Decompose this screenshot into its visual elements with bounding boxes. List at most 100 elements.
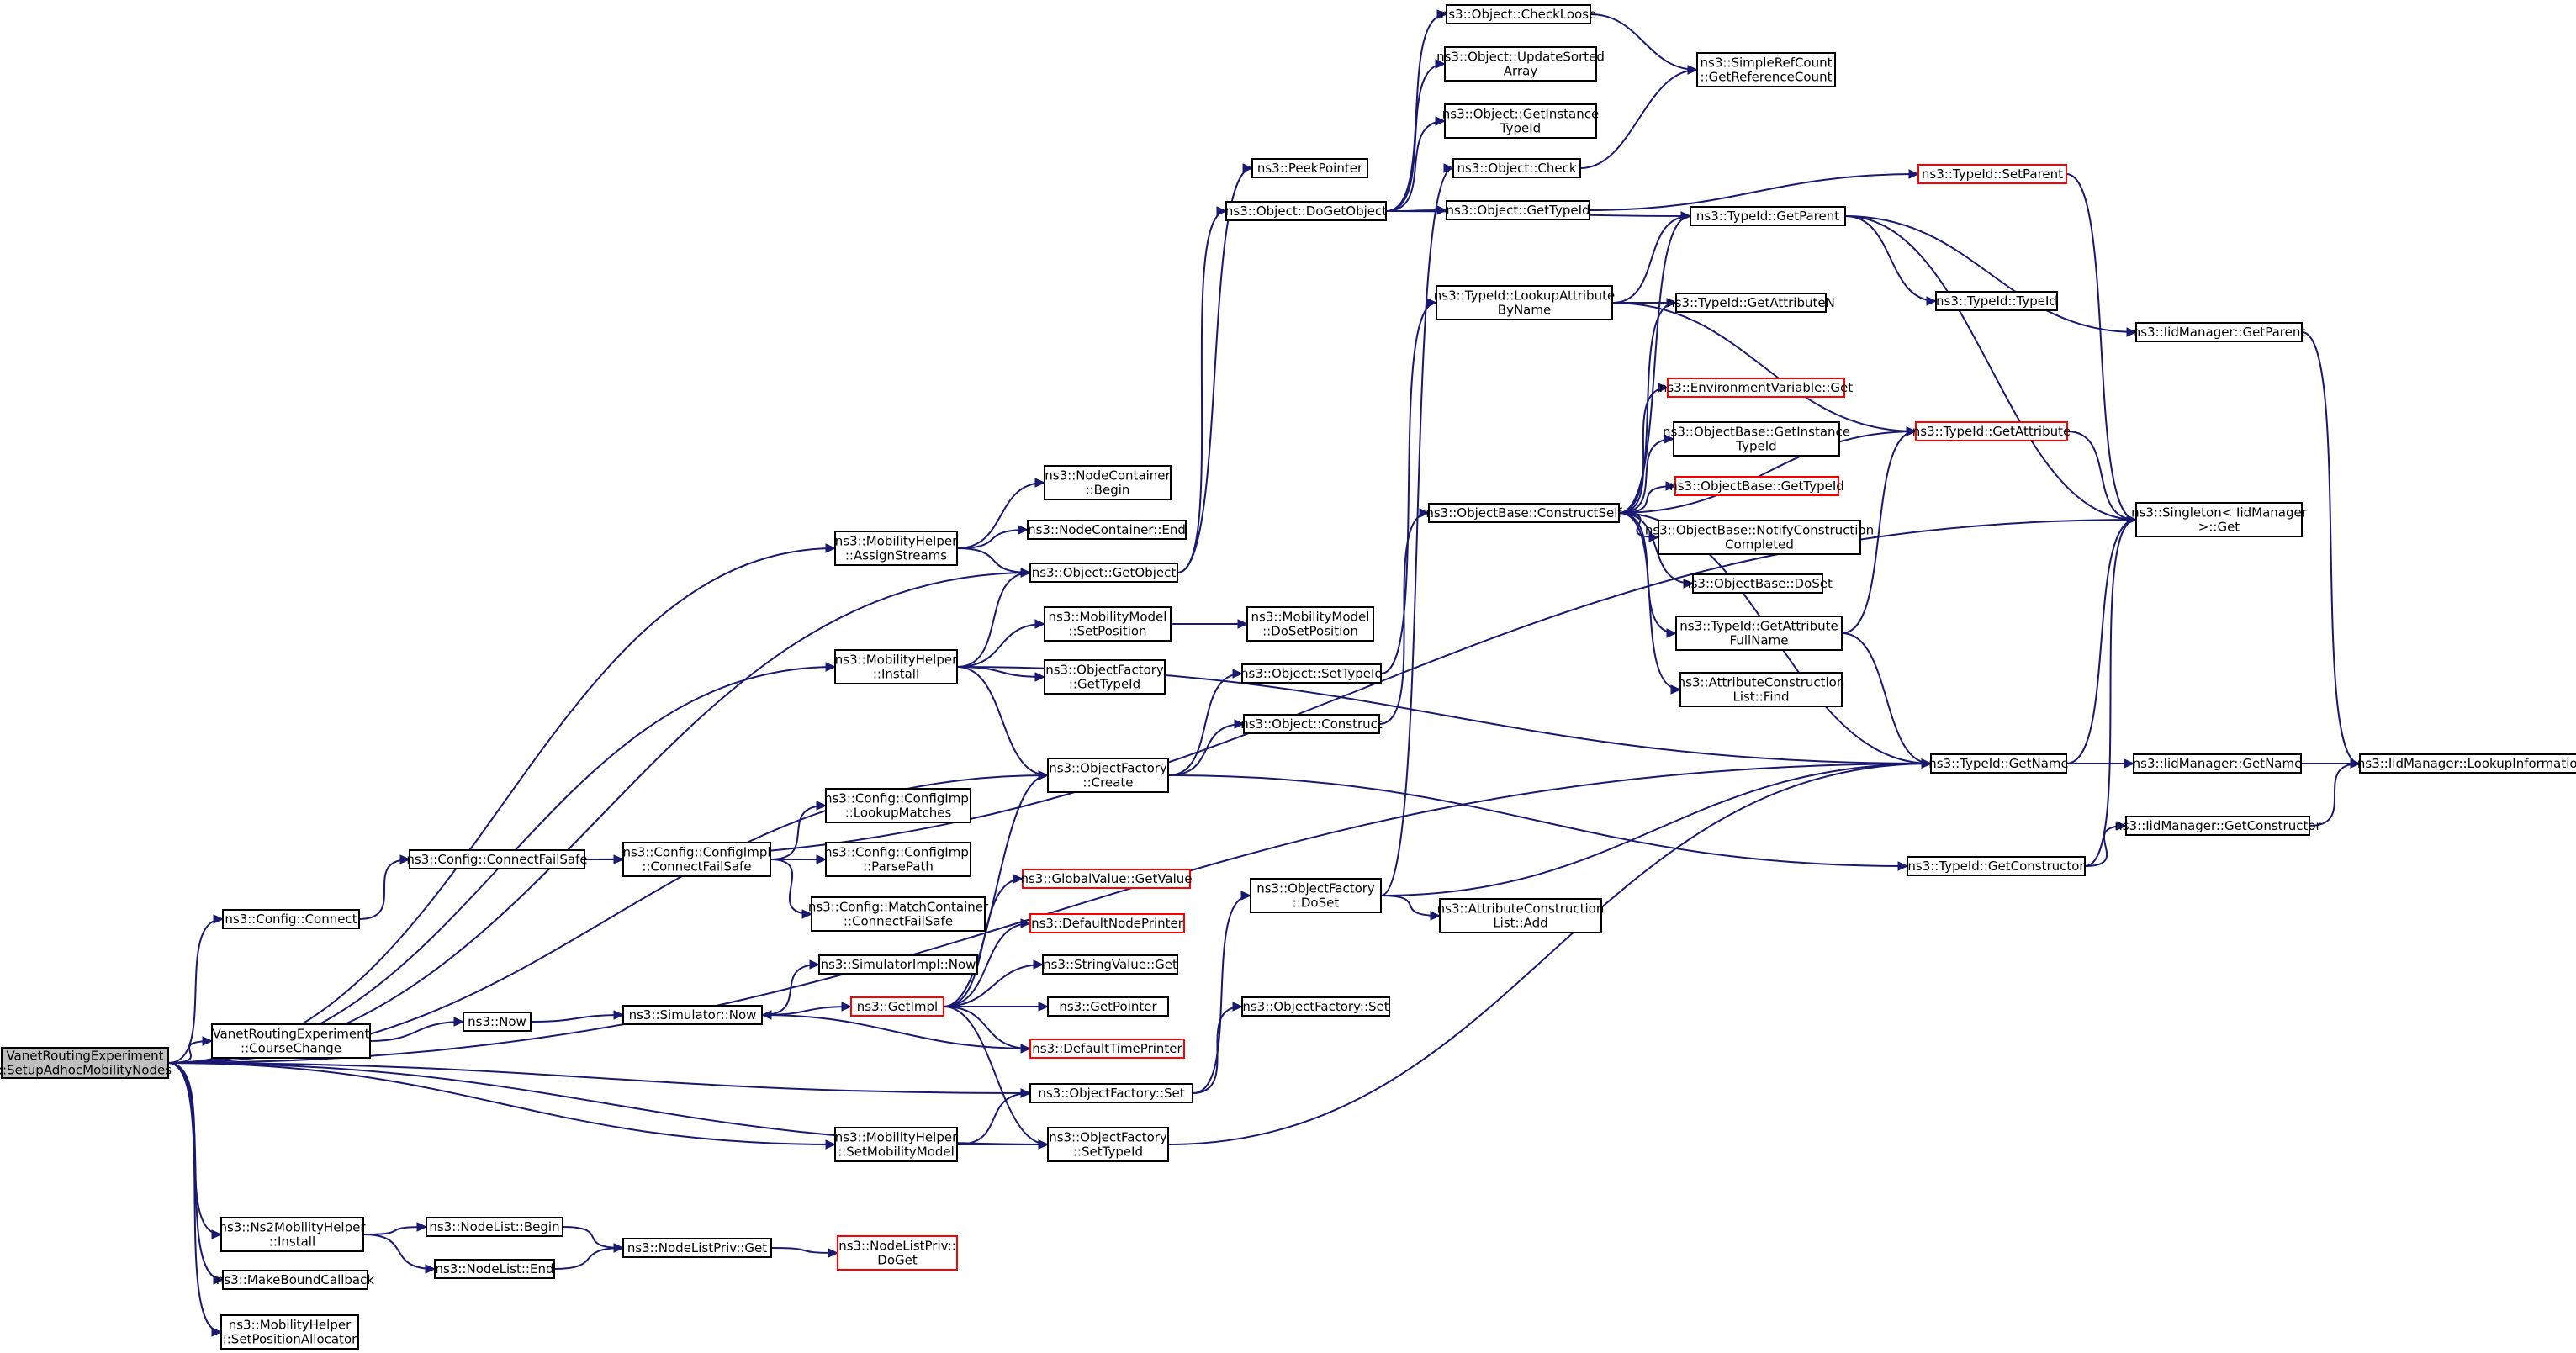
- node-label-line: ns3::Object::CheckLoose: [1441, 7, 1597, 22]
- function-node-tid-get-parent[interactable]: ns3::TypeId::GetParent: [1690, 206, 1846, 226]
- function-node-mob-install[interactable]: ns3::MobilityHelper::Install: [834, 649, 958, 684]
- call-edge-get-impl-to-sv-get: [943, 959, 1045, 1007]
- node-label-line: ns3::ObjectFactory::Set: [1242, 999, 1389, 1014]
- function-node-sim-now[interactable]: ns3::Simulator::Now: [622, 1005, 763, 1025]
- function-node-ob-construct-self[interactable]: ns3::ObjectBase::ConstructSelf: [1426, 503, 1622, 523]
- function-node-gv-get-value[interactable]: ns3::GlobalValue::GetValue: [1020, 869, 1193, 889]
- function-node-tid-get-ctor[interactable]: ns3::TypeId::GetConstructor: [1907, 856, 2086, 876]
- function-node-obj-check[interactable]: ns3::Object::Check: [1452, 158, 1581, 178]
- function-node-iid-get-parent[interactable]: ns3::IidManager::GetParent: [2133, 322, 2306, 342]
- call-edge-mob-assign-to-nc-end: [956, 525, 1029, 549]
- function-node-ob-notify[interactable]: ns3::ObjectBase::NotifyConstructionCompl…: [1645, 520, 1874, 555]
- function-node-of-get-type-id[interactable]: ns3::ObjectFactory::GetTypeId: [1044, 659, 1166, 695]
- function-node-tid-type-id[interactable]: ns3::TypeId::TypeId: [1935, 291, 2058, 311]
- function-node-ob-do-set[interactable]: ns3::ObjectBase::DoSet: [1683, 573, 1833, 594]
- function-node-obj-set-type-id[interactable]: ns3::Object::SetTypeId: [1240, 663, 1383, 684]
- function-node-cfg-connect[interactable]: ns3::Config::Connect: [222, 909, 360, 929]
- function-node-make-bound[interactable]: ns3::MakeBoundCallback: [216, 1270, 374, 1290]
- function-node-def-time-printer[interactable]: ns3::DefaultTimePrinter: [1029, 1039, 1185, 1059]
- function-node-nc-end[interactable]: ns3::NodeContainer::End: [1027, 520, 1187, 540]
- function-node-tid-get-attr-n[interactable]: ns3::TypeId::GetAttributeN: [1667, 293, 1835, 313]
- function-node-nlp-do-get[interactable]: ns3::NodeListPriv::DoGet: [837, 1235, 958, 1271]
- node-label-line: ::DoSetPosition: [1262, 624, 1358, 639]
- function-node-get-ref-count[interactable]: ns3::SimpleRefCount::GetReferenceCount: [1696, 52, 1836, 87]
- function-node-get-object[interactable]: ns3::Object::GetObject: [1029, 563, 1178, 583]
- function-node-root[interactable]: VanetRoutingExperiment::SetupAdhocMobili…: [0, 1047, 172, 1079]
- call-edge-get-impl-to-def-time-printer: [943, 1006, 1032, 1054]
- function-node-of-do-set[interactable]: ns3::ObjectFactory::DoSet: [1250, 878, 1382, 913]
- function-node-nl-begin[interactable]: ns3::NodeList::Begin: [426, 1217, 563, 1237]
- function-node-nc-begin[interactable]: ns3::NodeContainer::Begin: [1044, 465, 1172, 500]
- node-box: [1044, 606, 1172, 642]
- function-node-obj-construct[interactable]: ns3::Object::Construct: [1240, 714, 1383, 734]
- function-node-mm-set-pos[interactable]: ns3::MobilityModel::SetPosition: [1044, 606, 1172, 642]
- function-node-iid-get-ctor[interactable]: ns3::IidManager::GetConstructor: [2114, 816, 2322, 836]
- function-node-cfg-lookup[interactable]: ns3::Config::ConfigImpl::LookupMatches: [824, 788, 972, 823]
- function-node-mc-cfs[interactable]: ns3::Config::MatchContainer::ConnectFail…: [808, 896, 989, 932]
- function-node-do-get-object[interactable]: ns3::Object::DoGetObject: [1225, 201, 1387, 221]
- call-edge-root-to-make-bound: [167, 1062, 225, 1285]
- function-node-mob-assign[interactable]: ns3::MobilityHelper::AssignStreams: [834, 531, 958, 566]
- node-label-line: ::ConnectFailSafe: [844, 914, 953, 929]
- function-node-tid-get-attr[interactable]: ns3::TypeId::GetAttribute: [1912, 421, 2071, 441]
- node-label-line: ByName: [1498, 303, 1551, 318]
- function-node-env-get[interactable]: ns3::EnvironmentVariable::Get: [1659, 378, 1853, 398]
- node-label-line: ns3::TypeId::LookupAttribute: [1434, 288, 1615, 304]
- function-node-set-pos-alloc[interactable]: ns3::MobilityHelper::SetPositionAllocato…: [220, 1314, 359, 1350]
- node-box: [1, 1047, 169, 1079]
- function-node-of-set[interactable]: ns3::ObjectFactory::Set: [1029, 1083, 1193, 1103]
- function-node-nl-end[interactable]: ns3::NodeList::End: [434, 1259, 555, 1279]
- function-node-singleton-get[interactable]: ns3::Singleton< IidManager >::Get: [2131, 502, 2308, 537]
- function-node-course-change[interactable]: VanetRoutingExperiment::CourseChange: [211, 1023, 371, 1059]
- function-node-get-pointer[interactable]: ns3::GetPointer: [1047, 996, 1169, 1017]
- function-node-sim-impl-now[interactable]: ns3::SimulatorImpl::Now: [818, 954, 978, 975]
- function-node-mob-set-mm[interactable]: ns3::MobilityHelper::SetMobilityModel: [834, 1127, 958, 1162]
- node-label-line: TypeId: [1500, 121, 1541, 136]
- node-box: [1225, 201, 1387, 221]
- function-node-tid-set-parent[interactable]: ns3::TypeId::SetParent: [1917, 164, 2067, 184]
- call-edge-iid-get-parent-to-iid-lookup-info: [2301, 331, 2362, 769]
- function-node-of-create[interactable]: ns3::ObjectFactory::Create: [1047, 758, 1169, 793]
- function-node-ns2-install[interactable]: ns3::Ns2MobilityHelper::Install: [219, 1217, 366, 1252]
- function-node-now[interactable]: ns3::Now: [463, 1012, 532, 1032]
- function-node-check-loose[interactable]: ns3::Object::CheckLoose: [1441, 4, 1597, 24]
- function-node-mm-do-set-pos[interactable]: ns3::MobilityModel::DoSetPosition: [1246, 606, 1374, 642]
- call-edge-cfg-connect-to-cfg-connect-fs: [358, 854, 411, 920]
- node-box: [409, 849, 585, 869]
- node-label-line: ns3::IidManager::LookupInformation: [2357, 756, 2576, 771]
- call-edge-get-object-to-peek: [1177, 163, 1254, 573]
- function-node-nlp-get[interactable]: ns3::NodeListPriv::Get: [622, 1238, 772, 1258]
- function-node-cfg-parse[interactable]: ns3::Config::ConfigImpl::ParsePath: [824, 842, 972, 877]
- function-node-tid-get-name[interactable]: ns3::TypeId::GetName: [1928, 753, 2069, 774]
- function-node-iid-lookup-info[interactable]: ns3::IidManager::LookupInformation: [2357, 753, 2576, 774]
- function-node-sv-get[interactable]: ns3::StringValue::Get: [1042, 954, 1178, 975]
- node-label-line: TypeId: [1735, 439, 1776, 454]
- call-edge-obj-check-to-get-ref-count: [1579, 65, 1699, 169]
- function-node-iid-get-name[interactable]: ns3::IidManager::GetName: [2133, 753, 2303, 774]
- node-box: [1673, 421, 1840, 457]
- function-node-ob-get-type-id[interactable]: ns3::ObjectBase::GetTypeId: [1669, 476, 1844, 496]
- call-edge-of-create-to-tid-get-ctor: [1167, 774, 1909, 871]
- call-edge-of-create-to-obj-construct: [1167, 719, 1246, 776]
- function-node-def-node-printer[interactable]: ns3::DefaultNodePrinter: [1029, 913, 1185, 933]
- function-node-of-set2[interactable]: ns3::ObjectFactory::Set: [1241, 996, 1390, 1017]
- call-edge-tid-get-parent-to-singleton-get: [1844, 215, 2138, 525]
- node-label-line: ns3::GlobalValue::GetValue: [1020, 871, 1192, 886]
- node-box: [1241, 996, 1390, 1017]
- call-edge-tid-get-ctor-to-singleton-get: [2084, 515, 2138, 867]
- function-node-cfg-impl-cfs[interactable]: ns3::Config::ConfigImpl::ConnectFailSafe: [622, 842, 771, 877]
- node-label-line: ::DoSet: [1293, 896, 1340, 911]
- function-node-obj-get-type-id[interactable]: ns3::Object::GetTypeId: [1446, 200, 1590, 220]
- function-node-cfg-connect-fs[interactable]: ns3::Config::ConnectFailSafe: [406, 849, 588, 869]
- function-node-of-set-type-id[interactable]: ns3::ObjectFactory::SetTypeId: [1047, 1127, 1169, 1162]
- node-label-line: ns3::TypeId::TypeId: [1936, 293, 2057, 309]
- function-node-peek[interactable]: ns3::PeekPointer: [1251, 158, 1368, 178]
- function-node-get-impl[interactable]: ns3::GetImpl: [850, 996, 944, 1017]
